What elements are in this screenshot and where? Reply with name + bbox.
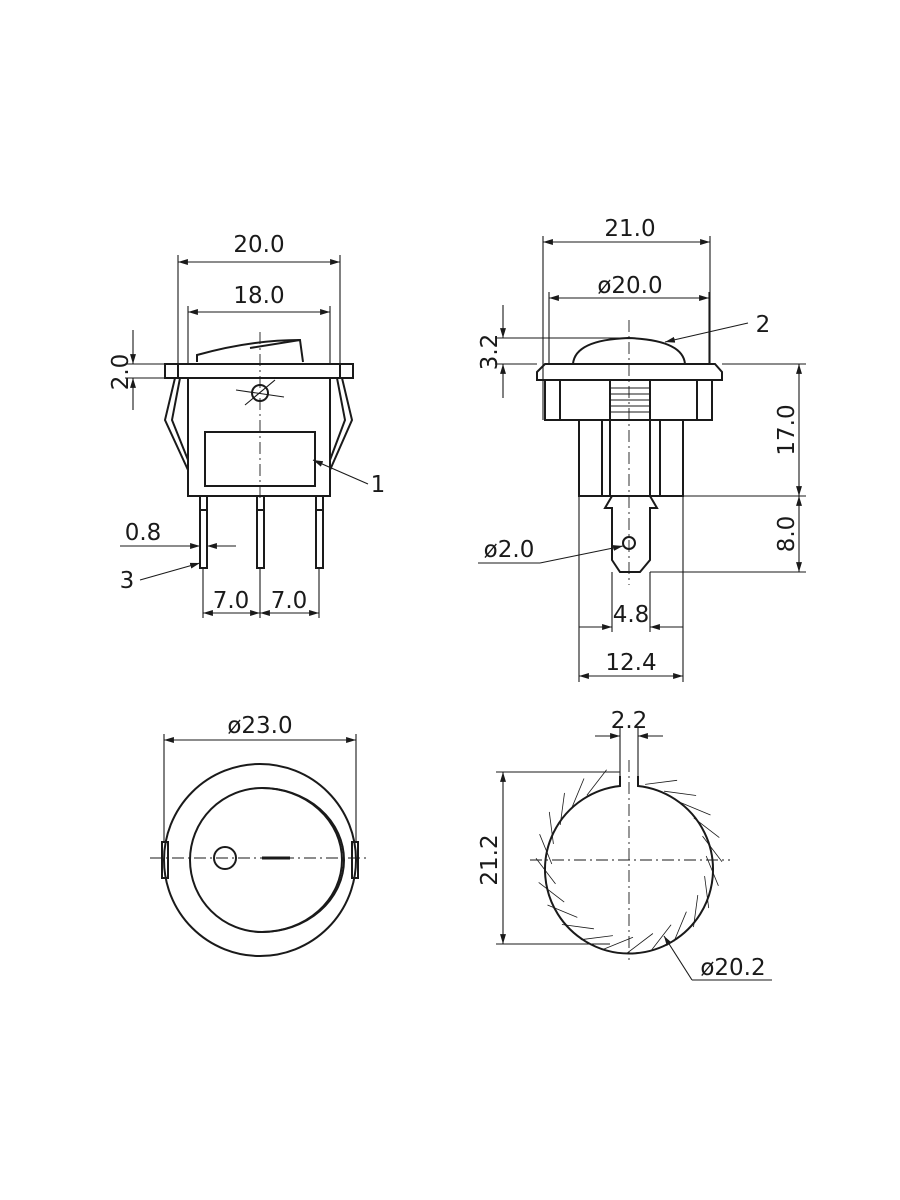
hatch-mark	[664, 790, 697, 796]
hatch-mark	[571, 778, 585, 809]
dim-side-overall-width: 21.0	[604, 216, 655, 242]
callout-2: 2	[756, 312, 771, 338]
hatch-mark	[673, 911, 687, 942]
hatch-mark	[645, 779, 678, 785]
side-terminal	[603, 495, 659, 573]
dim-top-bezel-diameter: ø23.0	[227, 713, 292, 739]
cutout-view: 2.2 21.2 ø20.2	[477, 708, 772, 981]
hatch-mark	[539, 834, 553, 865]
dim-cutout-height: 21.2	[477, 834, 503, 885]
hatch-mark	[548, 811, 554, 844]
front-view: 20.0 18.0 2.0 0.8 3 1 7.0 7.0	[108, 232, 385, 618]
cutout-hatching	[535, 769, 723, 954]
rocker-actuator	[196, 338, 304, 363]
left-clip	[163, 377, 189, 471]
dim-side-cap-diameter: ø20.0	[597, 273, 662, 299]
hatch-mark	[680, 802, 711, 816]
side-view: 21.0 ø20.0 3.2 2 17.0 8.0 ø2.0 4.8	[477, 216, 806, 682]
dim-cutout-diameter: ø20.2	[700, 955, 765, 981]
side-lower-body	[578, 419, 684, 497]
hatch-mark	[547, 904, 578, 918]
dim-front-overall-width: 20.0	[233, 232, 284, 258]
dim-side-cap-height: 3.2	[477, 334, 503, 371]
dim-side-body-height: 17.0	[774, 404, 800, 455]
right-clip	[329, 377, 354, 471]
top-view: ø23.0	[150, 713, 370, 957]
hatch-mark	[603, 936, 634, 950]
dim-side-body-width: 12.4	[605, 650, 656, 676]
dim-front-pin-spacing-right: 7.0	[271, 588, 308, 614]
hatch-mark	[586, 769, 607, 796]
side-dome-cap	[572, 336, 686, 365]
dim-front-pin-thickness: 0.8	[125, 520, 162, 546]
front-pins	[199, 495, 324, 569]
front-flange	[164, 363, 354, 379]
side-ribbed-stem	[609, 379, 651, 497]
front-housing	[187, 377, 331, 497]
dim-cutout-key-width: 2.2	[611, 708, 648, 734]
hatch-mark	[626, 933, 654, 954]
hatch-mark	[693, 895, 699, 928]
dim-front-rocker-width: 18.0	[233, 283, 284, 309]
hatch-mark	[580, 935, 613, 941]
hatch-mark	[561, 924, 594, 930]
hatch-mark	[538, 882, 565, 903]
hatch-mark	[704, 876, 710, 909]
hatch-mark	[705, 855, 719, 886]
hatch-mark	[693, 817, 720, 838]
top-bezel-outer	[163, 763, 357, 957]
dim-front-pin-spacing-left: 7.0	[213, 588, 250, 614]
hatch-mark	[559, 792, 565, 825]
callout-3: 3	[120, 568, 135, 594]
dim-side-terminal-width: 4.8	[613, 602, 650, 628]
callout-1: 1	[371, 472, 386, 498]
dim-front-flange-thickness: 2.0	[108, 354, 134, 391]
hatch-mark	[535, 857, 556, 885]
dim-side-terminal-length: 8.0	[774, 516, 800, 553]
dim-side-hole-diameter: ø2.0	[484, 537, 535, 563]
side-flange	[536, 363, 723, 381]
hatch-mark	[702, 835, 723, 863]
hatch-mark	[651, 924, 672, 951]
indicator-o-circle	[213, 846, 237, 870]
